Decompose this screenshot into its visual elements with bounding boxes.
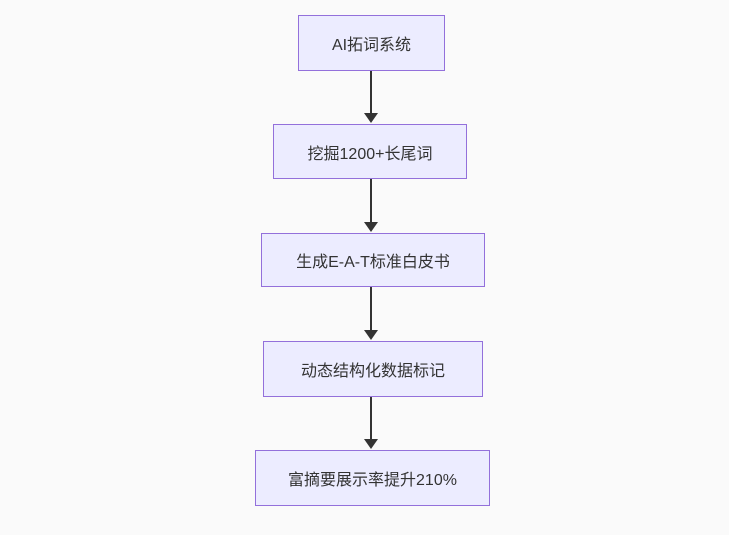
flow-node-label: AI拓词系统 <box>331 37 412 54</box>
arrowhead-icon <box>364 439 378 449</box>
arrow-shaft <box>370 397 372 439</box>
flow-node-structured-data-markup: 动态结构化数据标记 <box>263 341 483 397</box>
arrowhead-icon <box>364 222 378 232</box>
flow-node-label: 富摘要展示率提升210% <box>288 472 457 489</box>
flow-node-rich-snippet-rate: 富摘要展示率提升210% <box>255 450 490 506</box>
flow-node-longtail-mining: 挖掘1200+长尾词 <box>273 124 467 179</box>
flow-node-label: 挖掘1200+长尾词 <box>307 145 433 163</box>
flow-node-label: 动态结构化数据标记 <box>300 363 445 380</box>
arrow-shaft <box>370 71 372 113</box>
down-arrow-icon <box>364 397 378 449</box>
down-arrow-icon <box>364 71 378 123</box>
down-arrow-icon <box>364 179 378 232</box>
arrowhead-icon <box>364 330 378 340</box>
arrow-shaft <box>370 179 372 222</box>
arrow-shaft <box>370 287 372 330</box>
arrowhead-icon <box>364 113 378 123</box>
flow-node-eat-whitepaper: 生成E-A-T标准白皮书 <box>261 233 485 287</box>
flow-node-ai-keyword-system: AI拓词系统 <box>298 15 445 71</box>
flow-node-label: 生成E-A-T标准白皮书 <box>296 254 450 271</box>
down-arrow-icon <box>364 287 378 340</box>
